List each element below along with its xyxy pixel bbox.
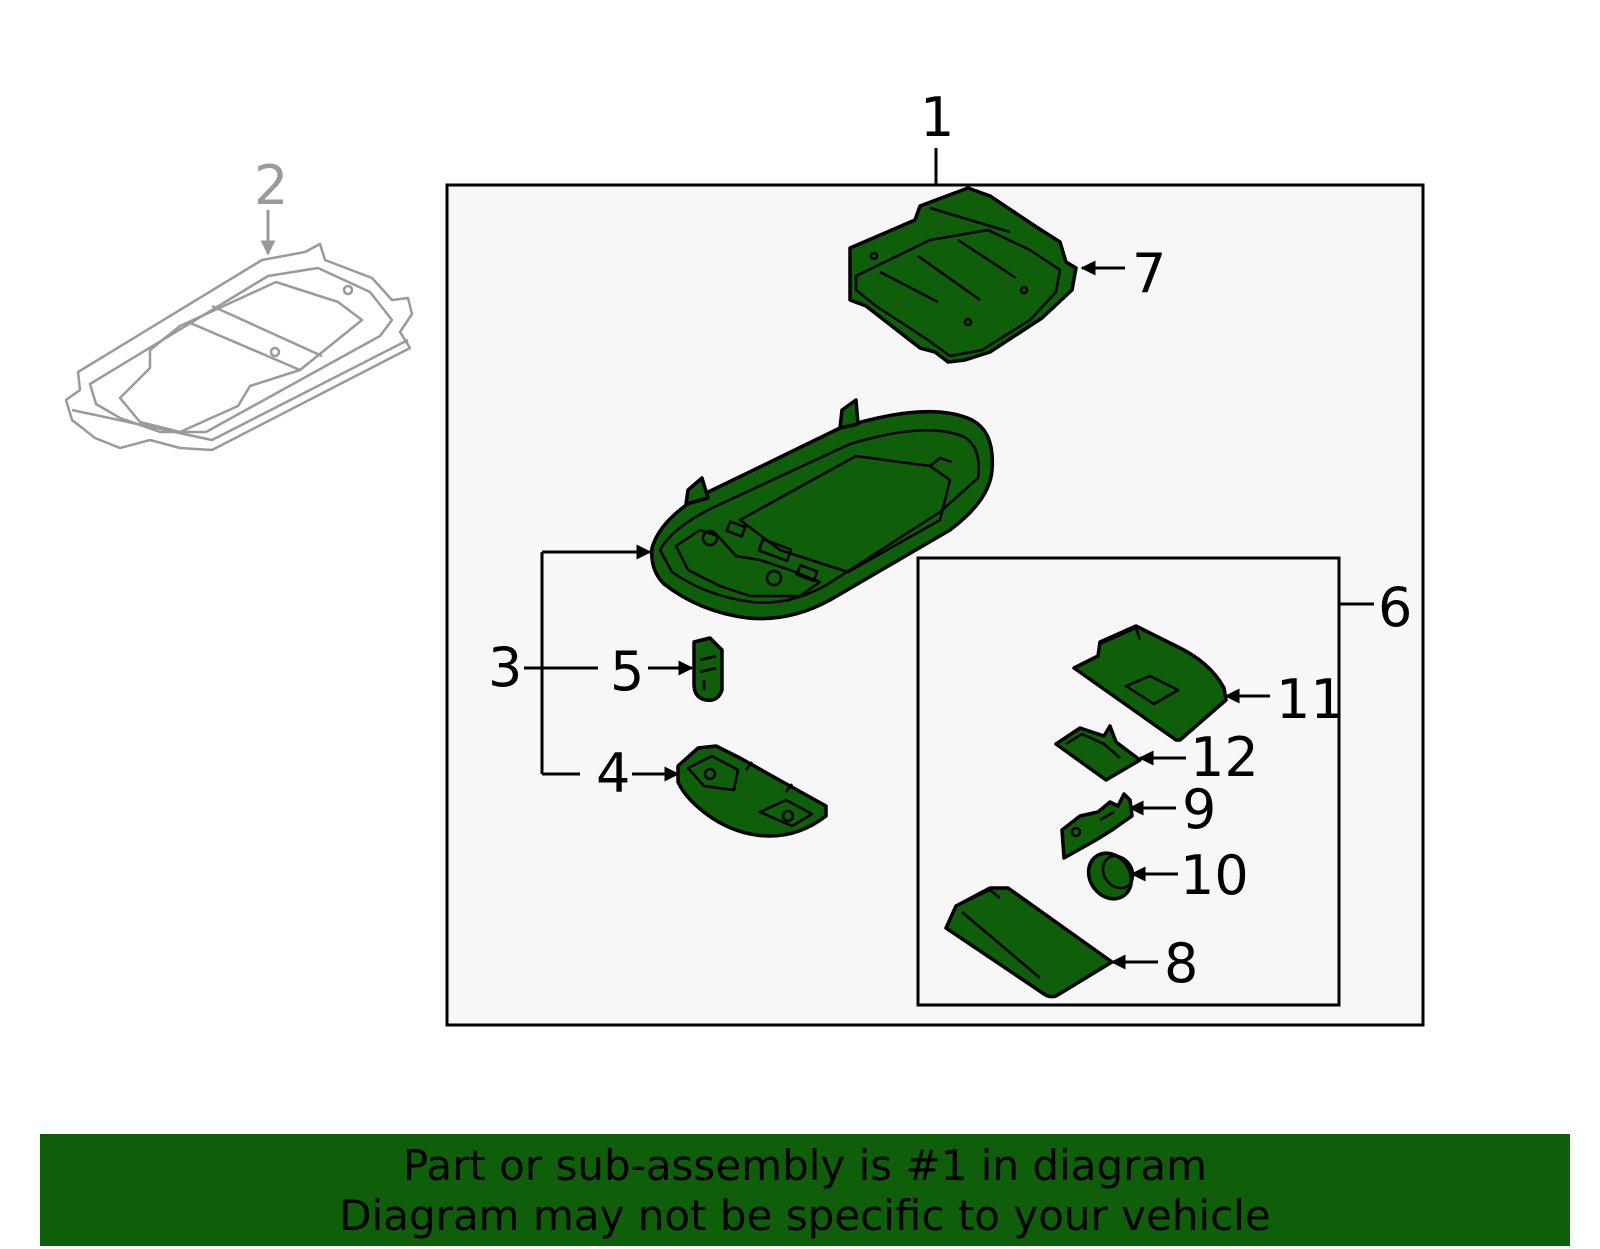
part-9-clip — [1060, 792, 1134, 860]
callout-1: 1 — [920, 86, 954, 149]
callout-4: 4 — [596, 742, 630, 805]
callout-7: 7 — [1132, 242, 1166, 305]
callout-12: 12 — [1190, 726, 1259, 789]
part-2-roof-reference — [64, 242, 414, 452]
part-5-switch — [692, 636, 724, 703]
leader-lines — [260, 148, 1374, 970]
callout-6: 6 — [1378, 576, 1412, 639]
callout-11: 11 — [1276, 668, 1345, 731]
part-8-panel — [944, 886, 1114, 999]
callout-3: 3 — [488, 636, 522, 699]
part-3-lamp-housing — [650, 398, 995, 621]
banner-line-2: Diagram may not be specific to your vehi… — [339, 1191, 1271, 1240]
part-4-lens — [676, 744, 828, 838]
callout-9: 9 — [1182, 778, 1216, 841]
banner-line-1: Part or sub-assembly is #1 in diagram — [402, 1141, 1208, 1190]
callout-8: 8 — [1164, 932, 1198, 995]
disclaimer-banner: Part or sub-assembly is #1 in diagram Di… — [40, 1134, 1570, 1246]
part-10-grommet — [1086, 851, 1135, 901]
callout-10: 10 — [1180, 844, 1249, 907]
part-12-lens — [1054, 724, 1142, 782]
callout-5: 5 — [610, 640, 644, 703]
callout-2: 2 — [254, 154, 288, 217]
part-7-bracket — [848, 186, 1078, 364]
part-11-cover — [1072, 624, 1228, 742]
